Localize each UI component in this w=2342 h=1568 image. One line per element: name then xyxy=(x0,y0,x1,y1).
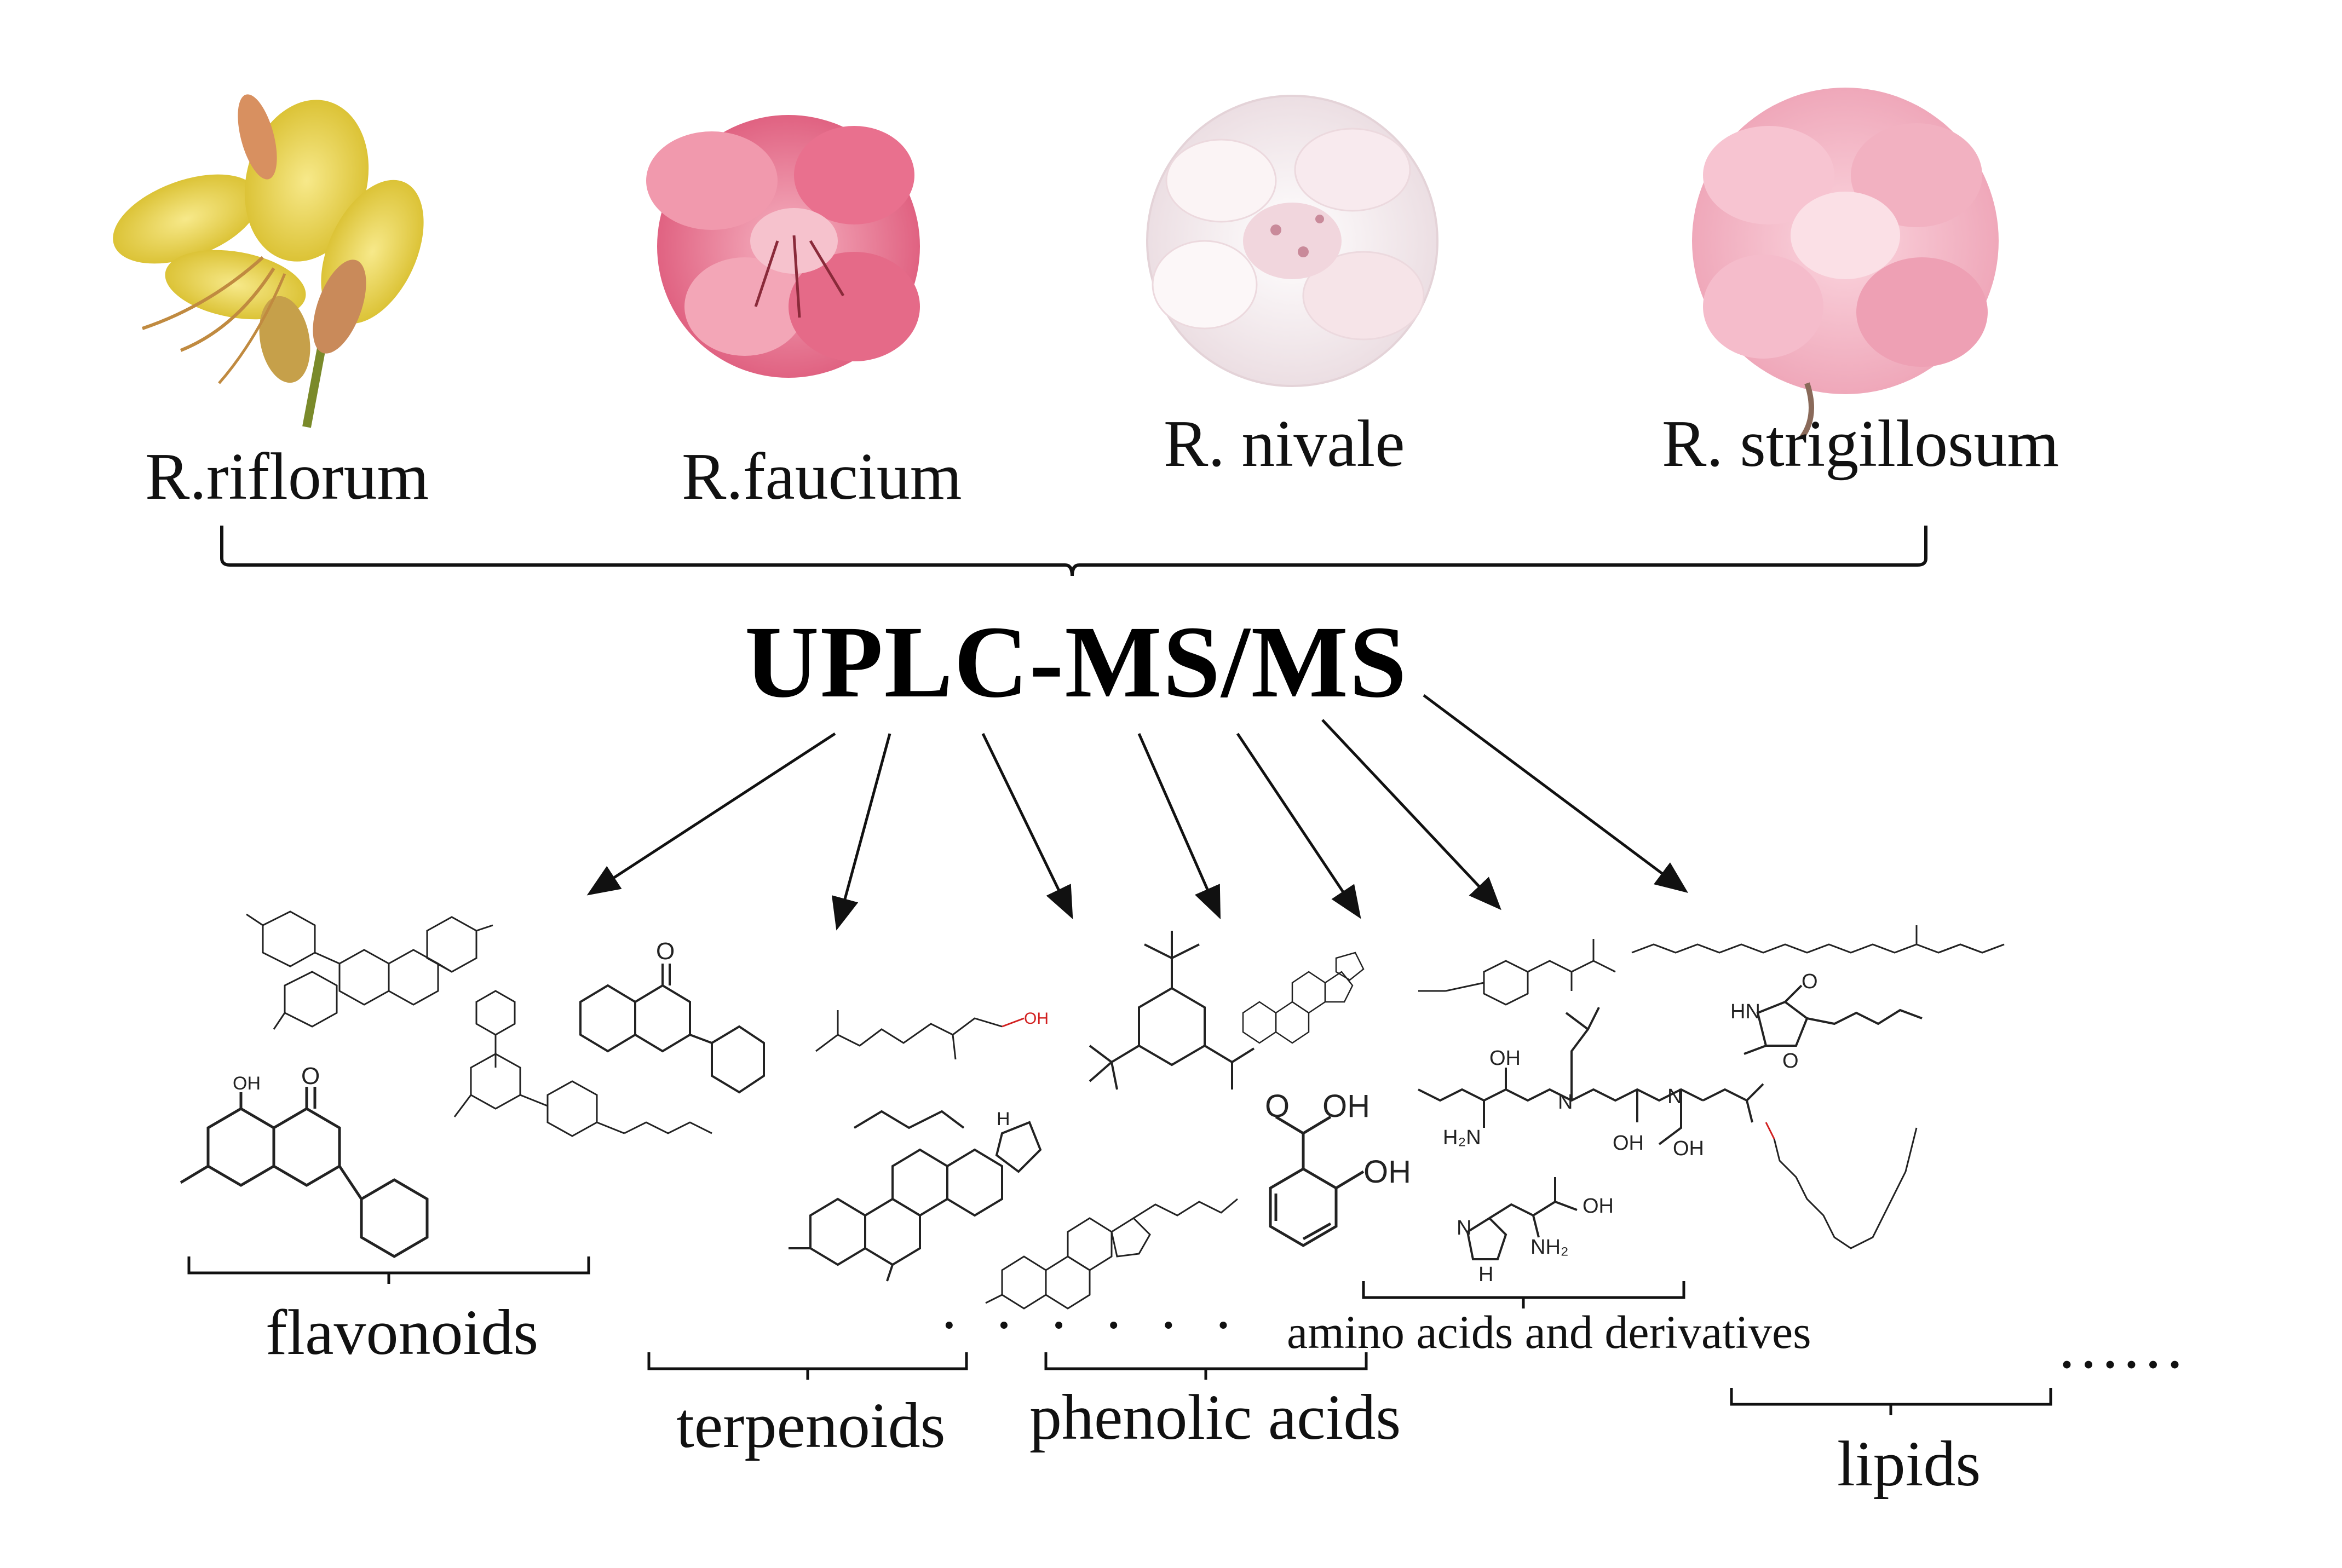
flower-faucium-image xyxy=(646,115,920,378)
atom-label-peptide-oh3: OH xyxy=(1673,1137,1704,1160)
atom-label-oxazolidine-o: O xyxy=(1802,970,1818,993)
class-label-phenolic-acids: phenolic acids xyxy=(1029,1381,1401,1453)
steroid-lactone-structure xyxy=(1242,952,1365,1044)
atom-label-geraniol-oh: OH xyxy=(1024,1010,1049,1028)
more-classes-ellipsis: …… xyxy=(2056,1310,2185,1382)
atom-label-histidine-nh2: NH₂ xyxy=(1530,1236,1569,1259)
species-brace xyxy=(220,526,1927,577)
arrow-1 xyxy=(586,732,836,896)
flower-riflorum-image xyxy=(113,94,424,428)
lipid-chain-amide-structure xyxy=(1631,925,2005,954)
brace-lipids xyxy=(1730,1388,2052,1415)
atom-label-salicylic-oh: OH xyxy=(1363,1154,1411,1190)
polyunsaturated-fatty-acid-structure xyxy=(1765,1122,1918,1249)
atom-label-flavanone-o: O xyxy=(301,1063,320,1089)
atom-label-terpenoid-h: H xyxy=(997,1109,1010,1129)
brace-phenolic-acids xyxy=(1044,1352,1368,1380)
atom-label-peptide-amine: H₂N xyxy=(1443,1126,1481,1149)
arrow-2 xyxy=(831,733,891,931)
flavonoid-glycoside-structure xyxy=(246,910,493,1030)
atom-label-histidine-h: H xyxy=(1478,1263,1493,1286)
geraniol-structure xyxy=(815,1010,1025,1060)
class-label-lipids: lipids xyxy=(1837,1428,1981,1500)
brace-terpenoids xyxy=(647,1352,968,1380)
species-label-nivale: R. nivale xyxy=(1164,407,1405,481)
arrow-7 xyxy=(1423,694,1689,893)
atom-label-peptide-oh1: OH xyxy=(1489,1047,1521,1070)
brace-amino-acids xyxy=(1362,1281,1685,1308)
species-label-strigillosum: R. strigillosum xyxy=(1662,407,2059,481)
method-title: UPLC-MS/MS xyxy=(745,604,1408,719)
atom-label-flavanone-oh: OH xyxy=(233,1073,261,1094)
flower-nivale-image xyxy=(1146,95,1438,387)
oxazolidinedione-structure xyxy=(1743,984,1923,1055)
terpenoid-lactone-structure xyxy=(789,1110,1042,1282)
arrow-3 xyxy=(981,733,1073,919)
class-label-amino-acids: amino acids and derivatives xyxy=(1287,1306,1811,1358)
class-label-flavonoids: flavonoids xyxy=(266,1296,539,1368)
atom-label-histidine-n: N xyxy=(1457,1217,1471,1240)
flavanone-structure xyxy=(180,1087,429,1258)
class-label-terpenoids: terpenoids xyxy=(676,1390,946,1461)
flavonoid-diglycoside-structure xyxy=(453,990,712,1137)
brace-flavonoids xyxy=(187,1256,590,1284)
atom-label-flavone-o: O xyxy=(656,938,675,965)
arrow-4 xyxy=(1137,733,1221,920)
atom-label-salicylic-cooh: OH xyxy=(1322,1088,1370,1124)
atom-label-oxazolidine-ring-o: O xyxy=(1782,1050,1799,1073)
di-tert-butyl-benzoic-acid-structure xyxy=(1089,931,1255,1090)
flavone-structure xyxy=(579,964,765,1094)
tyrosine-derivative-structure xyxy=(1418,939,1616,1006)
atom-label-salicylic-o: O xyxy=(1265,1088,1290,1124)
more-classes-dots: · · · · · · xyxy=(939,1292,1244,1358)
atom-label-peptide-oh2: OH xyxy=(1613,1132,1644,1155)
atom-label-peptide-n1: N xyxy=(1558,1091,1573,1114)
arrow-6 xyxy=(1321,719,1501,910)
tripeptide-structure xyxy=(1418,1007,1764,1145)
atom-label-oxazolidine-hn: HN xyxy=(1730,1000,1760,1023)
atom-label-histidine-oh: OH xyxy=(1583,1195,1614,1218)
histidine-structure xyxy=(1466,1177,1578,1260)
flower-strigillosum-image xyxy=(1692,88,1999,440)
species-label-riflorum: R.riflorum xyxy=(145,440,429,514)
sterol-structure xyxy=(985,1198,1238,1310)
salicylic-acid-structure xyxy=(1269,1115,1365,1247)
species-label-faucium: R.faucium xyxy=(682,440,962,514)
arrow-5 xyxy=(1236,733,1361,919)
atom-label-peptide-n2: N xyxy=(1667,1085,1682,1108)
arrows xyxy=(586,694,1689,931)
